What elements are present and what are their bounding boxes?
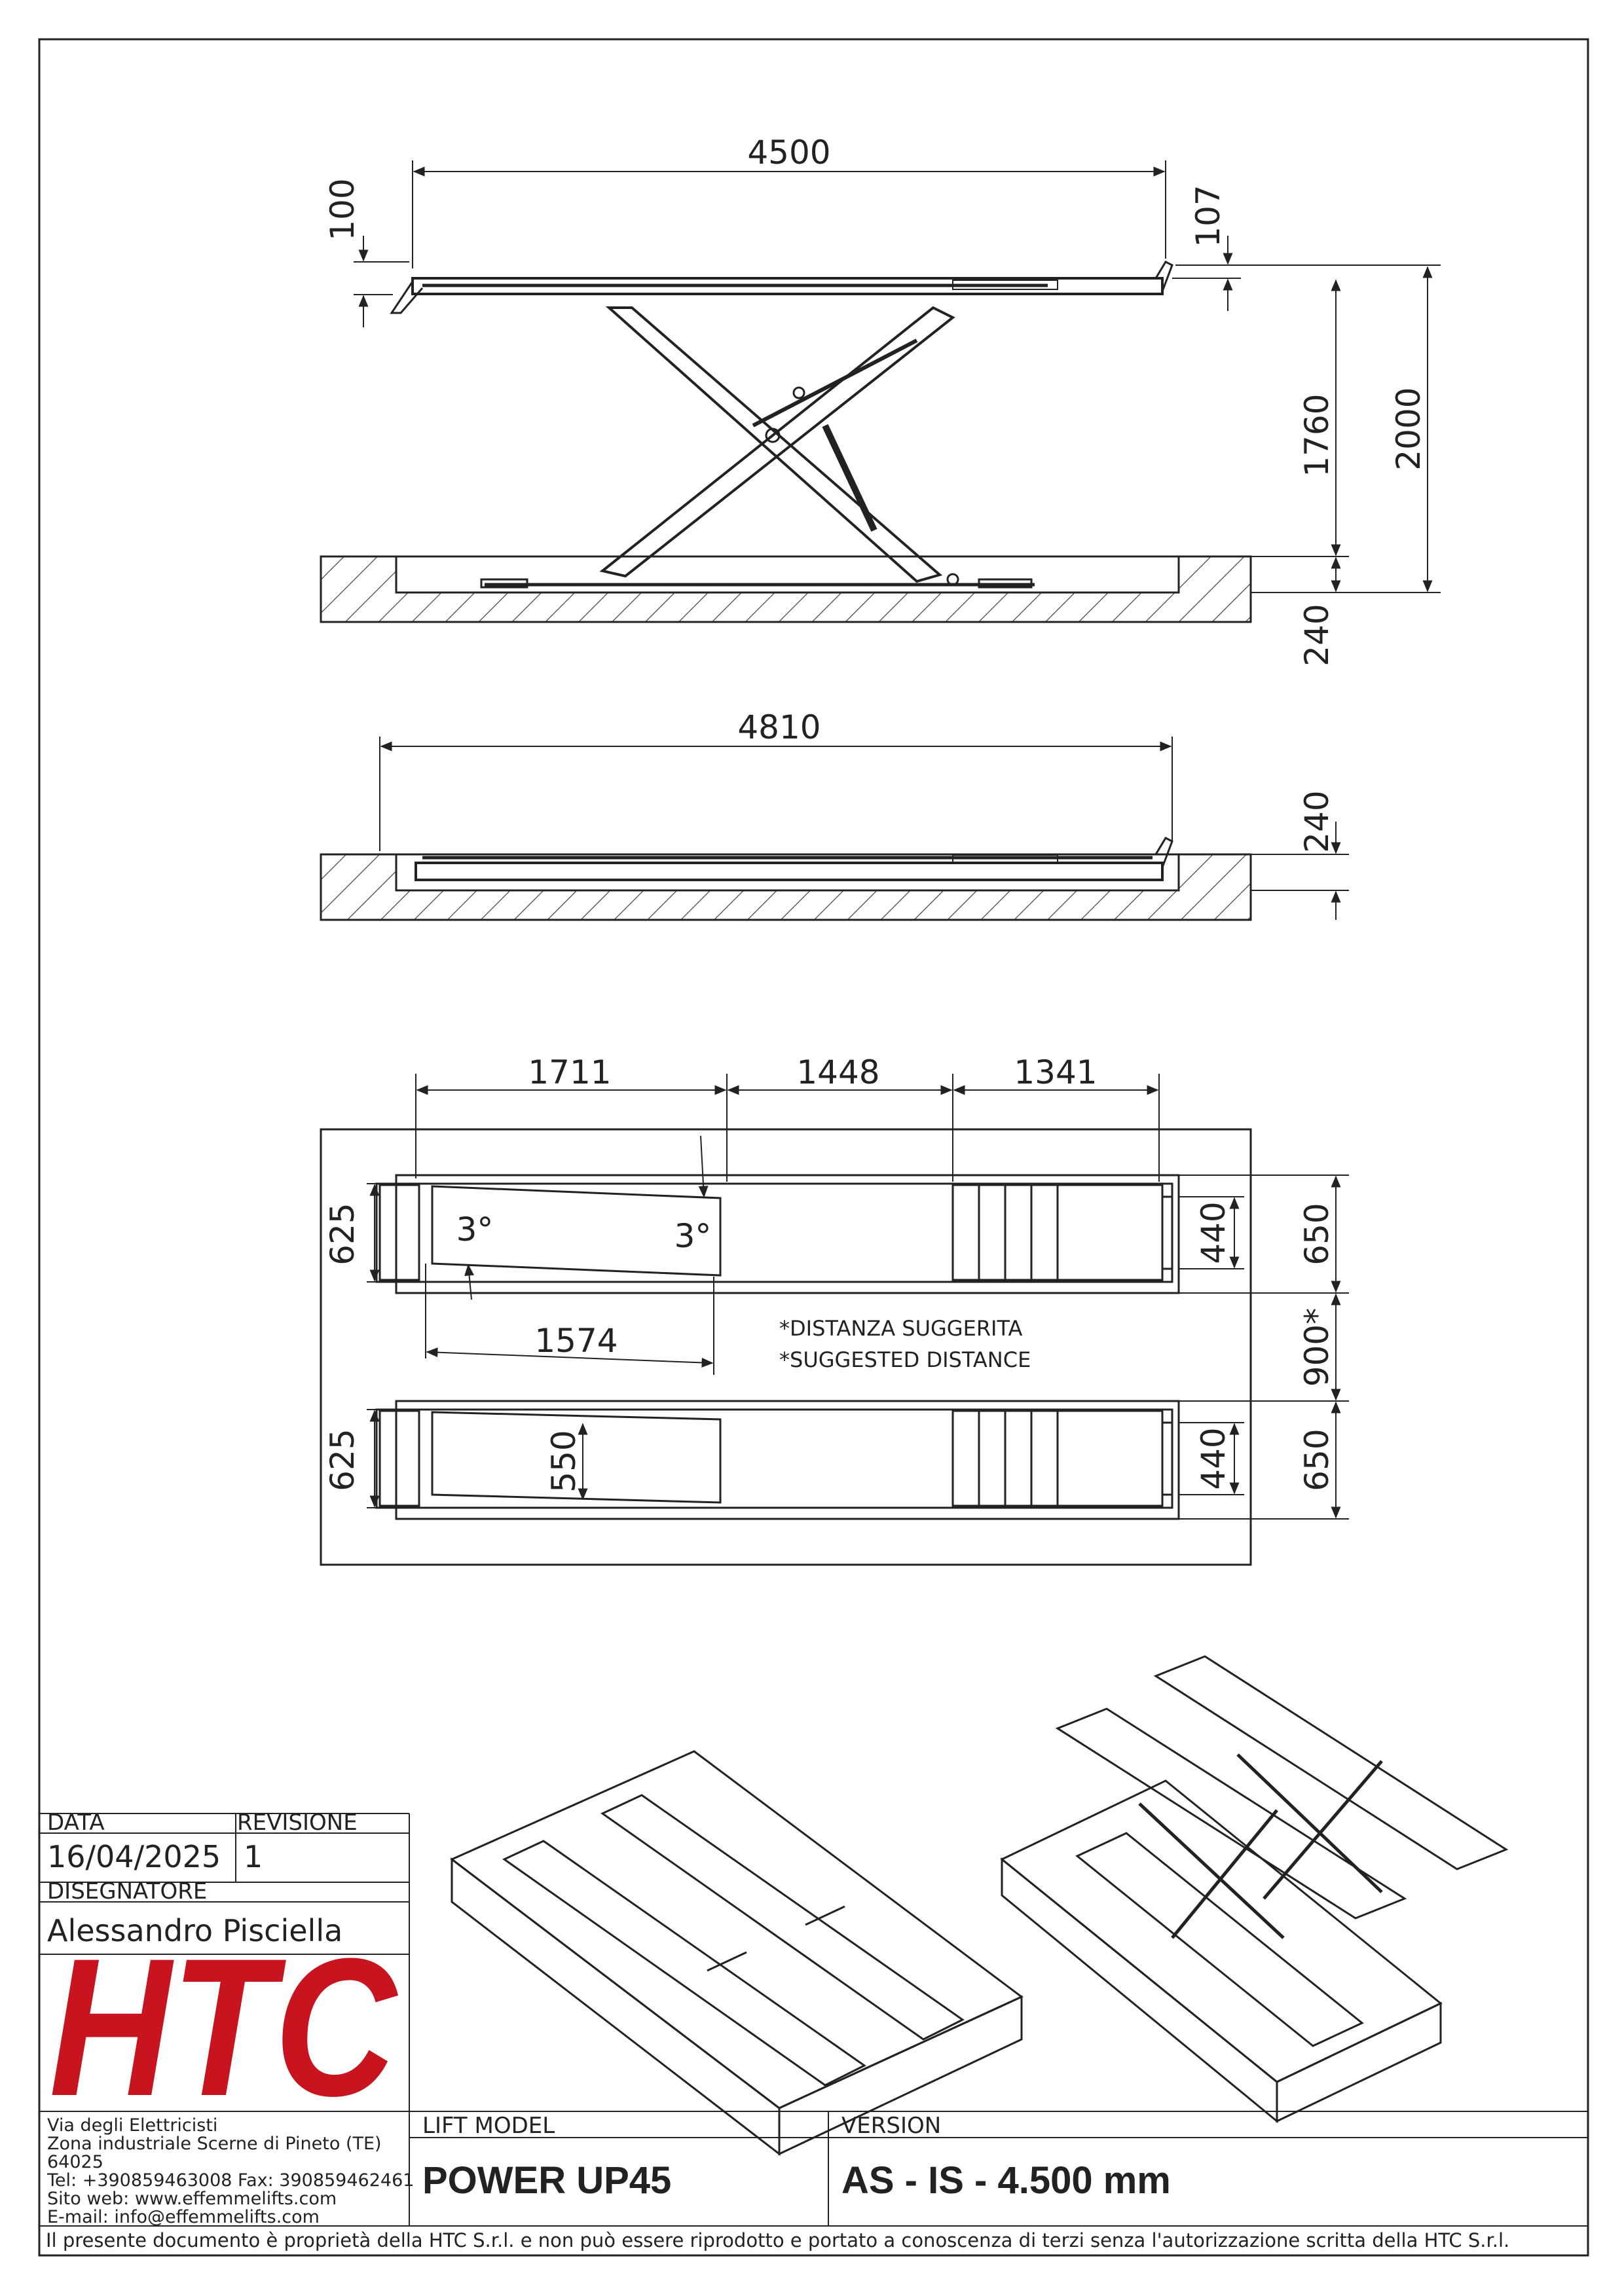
platform-raised (411, 277, 1164, 295)
dim-overall-length: 4500 (747, 134, 830, 172)
turn-plate-1 (431, 1185, 722, 1277)
base-plate-right (978, 578, 1033, 589)
dims-view-raised (354, 160, 1441, 593)
dim-platform-width-2: 625 (323, 1429, 361, 1491)
platform-lowered (415, 862, 1164, 881)
base-plate-left (480, 578, 528, 589)
address-line-4: Tel: +390859463008 Fax: 390859462461 (46, 2170, 414, 2191)
iso-view-raised (1000, 1655, 1509, 2124)
dim-plate-width: 550 (545, 1430, 583, 1492)
date-label: DATA (47, 1810, 105, 1836)
scissor-arm-1 (605, 306, 943, 583)
model-value: POWER UP45 (422, 2159, 671, 2202)
date-value: 16/04/2025 (47, 1839, 221, 1874)
version-label: VERSION (841, 2113, 941, 2139)
iso-view-lowered (450, 1750, 1024, 2157)
designer-label: DISEGNATORE (47, 1878, 207, 1904)
rear-stop (1154, 261, 1173, 292)
note-suggested-it: *DISTANZA SUGGERITA (779, 1316, 1023, 1341)
sheet-border (38, 38, 1589, 2257)
model-label: LIFT MODEL (422, 2113, 555, 2139)
pivot-pin (765, 428, 781, 443)
side-view-lowered (320, 837, 1252, 921)
htc-logo: HTC (49, 1917, 398, 2137)
platform-2-outline (395, 1400, 1180, 1520)
dims-view-lowered (379, 737, 1349, 920)
dim-segment-1: 1711 (528, 1053, 611, 1091)
dim-inner-width-2: 440 (1194, 1427, 1232, 1489)
svg-text:HTC: HTC (49, 1917, 398, 2137)
dim-pit-depth-1: 240 (1298, 604, 1336, 666)
dim-lift-height: 1760 (1298, 393, 1336, 477)
address-line-5: Sito web: www.effemmelifts.com (47, 2189, 337, 2209)
revision-value: 1 (244, 1839, 263, 1874)
dim-spacing: 900* (1298, 1308, 1336, 1387)
dim-stop-height: 107 (1189, 185, 1227, 247)
scissor-arm-2 (599, 306, 955, 578)
dim-angle-1: 3° (456, 1211, 494, 1248)
dim-segment-2: 1448 (796, 1053, 879, 1091)
platform-1-outline (395, 1174, 1180, 1294)
address-line-2: Zona industriale Scerne di Pineto (TE) (47, 2134, 382, 2154)
dim-angle-2: 3° (674, 1217, 712, 1255)
plan-pit-outline (320, 1128, 1252, 1566)
dim-pit-depth-2: 240 (1298, 790, 1336, 852)
version-value: AS - IS - 4.500 mm (841, 2159, 1171, 2202)
dim-segment-3: 1341 (1014, 1053, 1097, 1091)
dim-plate-length: 1574 (534, 1322, 618, 1360)
dims-plan (367, 1074, 1349, 1520)
dim-total-height: 2000 (1390, 387, 1428, 470)
rear-stop-lowered (1154, 837, 1173, 868)
side-view-raised (320, 261, 1252, 623)
note-suggested-en: *SUGGESTED DISTANCE (779, 1347, 1031, 1372)
copyright-footer: Il presente documento è proprietà della … (46, 2229, 1509, 2251)
title-block-grid (39, 1813, 1588, 2227)
dim-outer-width-2: 650 (1298, 1429, 1336, 1491)
hydraulic-cylinder (822, 424, 877, 532)
dim-inner-width-1: 440 (1194, 1201, 1232, 1264)
designer-value: Alessandro Pisciella (47, 1913, 342, 1948)
dim-pit-length: 4810 (737, 708, 821, 746)
turn-plate-2 (431, 1411, 722, 1504)
revision-label: REVISIONE (237, 1810, 358, 1836)
address-line-6: E-mail: info@effemmelifts.com (47, 2207, 320, 2227)
dim-ramp-height: 100 (323, 178, 361, 240)
dim-platform-width-1: 625 (323, 1203, 361, 1265)
address-line-1: Via degli Elettricisti (47, 2115, 217, 2136)
pit-hatch-lowered (320, 853, 1252, 921)
front-ramp (390, 281, 424, 314)
dim-outer-width-1: 650 (1298, 1203, 1336, 1265)
pit-hatch (320, 555, 1252, 623)
address-line-3: 64025 (47, 2152, 103, 2172)
